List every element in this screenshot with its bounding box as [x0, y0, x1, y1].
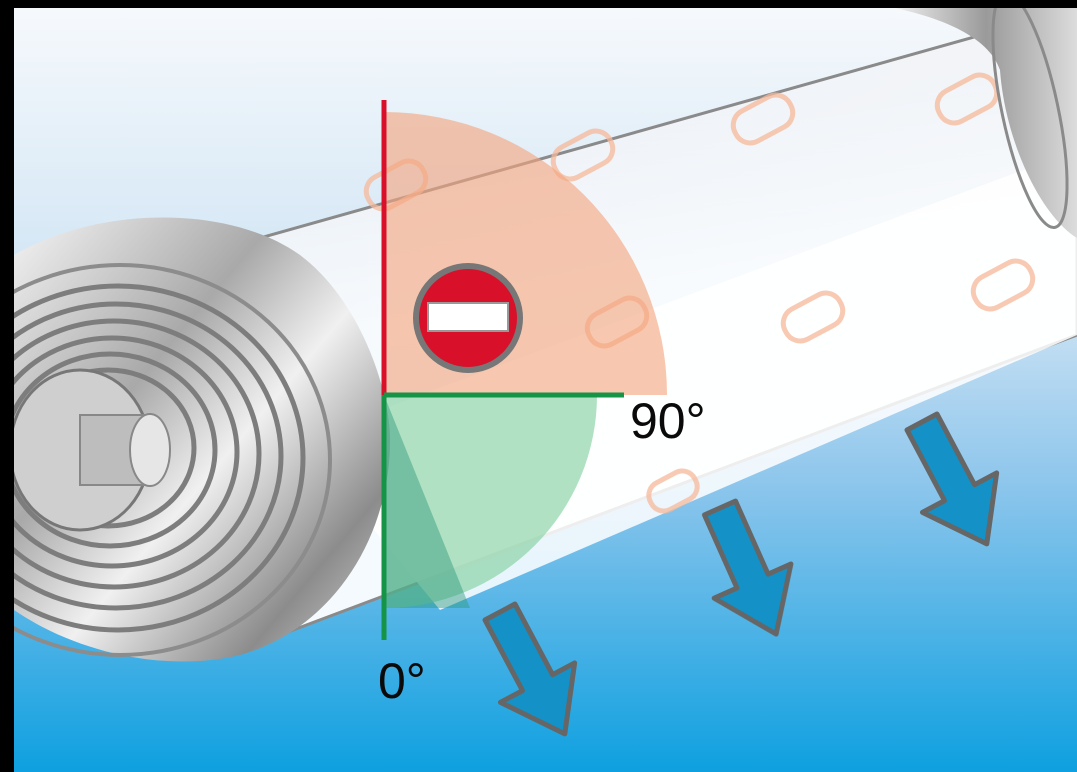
down-right-arrow-icon	[904, 411, 1000, 547]
down-right-arrow-icon	[482, 601, 578, 737]
spiral-ring	[14, 351, 218, 549]
spiral-ring	[14, 318, 262, 590]
particle	[730, 92, 796, 146]
allowed-zone-shadow	[384, 395, 470, 608]
right-end-cap	[895, 8, 1077, 238]
left-end-cap	[14, 217, 390, 662]
particle	[780, 290, 846, 344]
center-tube-end	[129, 413, 171, 487]
allowed-angle-zone	[384, 395, 597, 608]
spiral-ring	[14, 335, 240, 569]
angle-label-90: 90°	[630, 393, 706, 449]
membrane-diagram: 90° 0°	[14, 8, 1077, 772]
down-right-arrow-icon	[701, 498, 794, 637]
particle	[934, 72, 1000, 126]
spiral-ring	[14, 283, 306, 633]
particle	[646, 468, 700, 514]
spiral-face	[14, 263, 332, 657]
right-end-cap-rim	[991, 8, 1069, 230]
particle	[550, 128, 616, 182]
spiral-ring	[14, 301, 284, 611]
particle	[970, 258, 1036, 312]
spiral-ring	[14, 263, 332, 657]
flow-arrows	[482, 411, 1000, 737]
angle-label-0: 0°	[378, 653, 426, 709]
no-entry-icon	[413, 263, 523, 373]
